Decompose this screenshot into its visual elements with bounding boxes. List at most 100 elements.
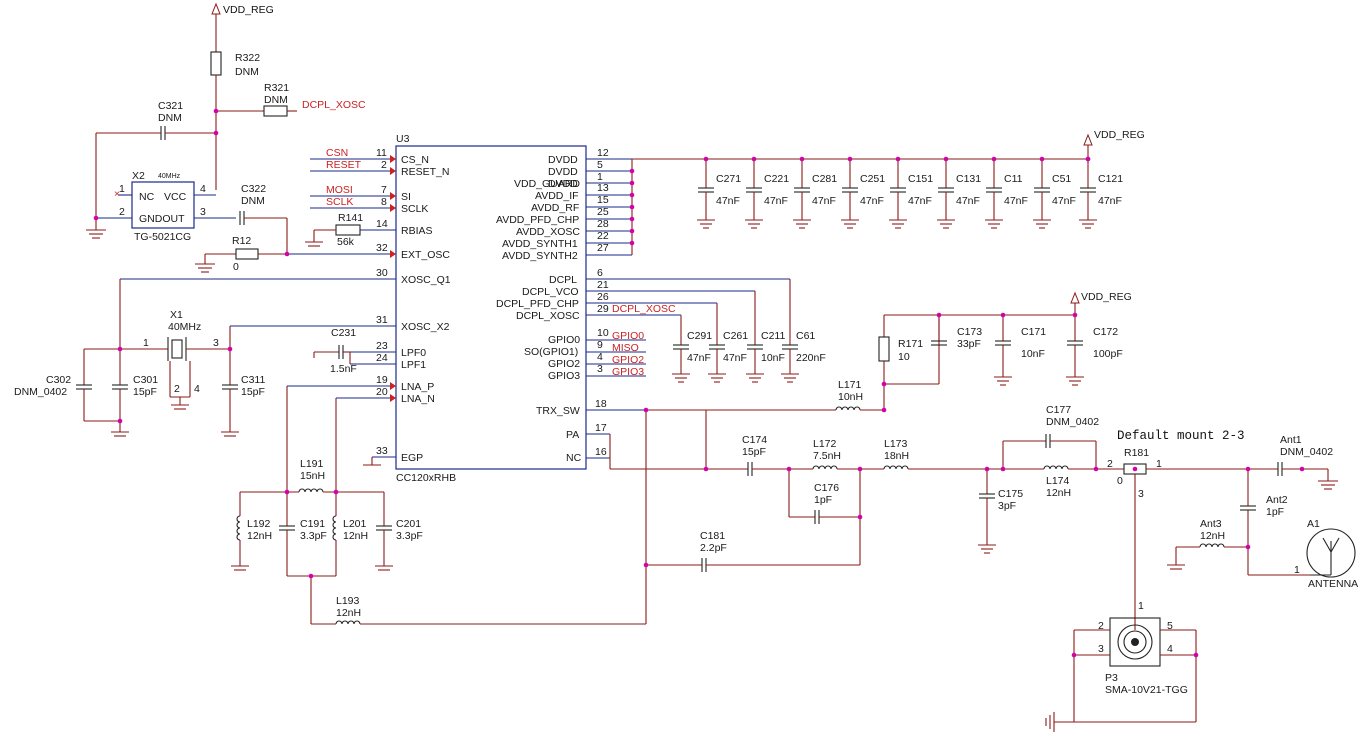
c61-capacitor-ref: C61	[796, 330, 815, 342]
svg-text:DCPL_XOSC: DCPL_XOSC	[612, 303, 676, 315]
l201-value: 12nH	[343, 530, 368, 542]
svg-text:15: 15	[597, 194, 609, 206]
svg-text:5: 5	[597, 159, 603, 171]
c322-ref: C322	[241, 183, 266, 195]
r321-ref: R321	[264, 82, 289, 94]
svg-text:EGP: EGP	[401, 452, 423, 464]
x2-part: TG-5021CG	[134, 231, 191, 243]
svg-text:AVDD_IF: AVDD_IF	[535, 190, 579, 202]
svg-text:8: 8	[381, 196, 387, 208]
svg-text:2: 2	[119, 206, 125, 218]
svg-text:26: 26	[597, 291, 609, 303]
svg-text:AVDD_XOSC: AVDD_XOSC	[516, 226, 580, 238]
r321-value: DNM	[264, 94, 288, 106]
svg-text:LNA_N: LNA_N	[401, 393, 435, 405]
l201-ref: L201	[343, 518, 367, 530]
l173-ref: L173	[884, 438, 908, 450]
r322-value: DNM	[235, 66, 259, 78]
svg-text:DCPL_PFD_CHP: DCPL_PFD_CHP	[496, 298, 579, 310]
c173-value: 33pF	[957, 338, 981, 350]
c151-capacitor-ref: C151	[908, 173, 933, 185]
svg-text:18: 18	[595, 398, 607, 410]
svg-text:29: 29	[597, 303, 609, 315]
c51-capacitor-ref: C51	[1052, 173, 1071, 185]
c311-value: 15pF	[241, 386, 265, 398]
r141-ref: R141	[338, 212, 363, 224]
svg-text:7: 7	[381, 184, 387, 196]
svg-text:LPF1: LPF1	[401, 359, 426, 371]
svg-text:2: 2	[381, 159, 387, 171]
ant2-value: 1pF	[1266, 506, 1284, 518]
c61-capacitor-value: 220nF	[796, 352, 826, 364]
r12-resistor	[235, 248, 259, 260]
svg-text:LPF0: LPF0	[401, 347, 426, 359]
svg-text:GPIO0: GPIO0	[548, 334, 580, 346]
svg-text:DVDD: DVDD	[548, 178, 578, 190]
c11-capacitor-value: 47nF	[1004, 195, 1028, 207]
c291-capacitor-ref: C291	[687, 330, 712, 342]
c271-capacitor-ref: C271	[716, 173, 741, 185]
svg-text:1: 1	[143, 337, 149, 349]
c171-capacitor-value: 10nF	[1021, 348, 1045, 360]
svg-text:13: 13	[597, 182, 609, 194]
svg-text:NC: NC	[566, 452, 582, 464]
l171-value: 10nH	[838, 391, 863, 403]
c11-capacitor-ref: C11	[1004, 173, 1023, 185]
svg-text:12: 12	[597, 147, 609, 159]
svg-text:10: 10	[597, 327, 609, 339]
c322-value: DNM	[241, 195, 265, 207]
c151-capacitor-value: 47nF	[908, 195, 932, 207]
c177-ref: C177	[1046, 404, 1071, 416]
vdd-reg-decoupling-label: VDD_REG	[1094, 129, 1145, 141]
c211-capacitor-value: 10nF	[761, 352, 785, 364]
svg-text:XOSC_Q1: XOSC_Q1	[401, 274, 451, 286]
svg-text:5: 5	[1167, 620, 1173, 632]
l174-ref: L174	[1046, 475, 1070, 487]
x2-oscillator	[131, 181, 195, 229]
c175-ref: C175	[998, 488, 1023, 500]
ant3-inductor	[1199, 543, 1225, 548]
l172-inductor	[812, 465, 838, 470]
c251-capacitor-value: 47nF	[860, 195, 884, 207]
svg-text:TRX_SW: TRX_SW	[536, 405, 580, 417]
l201-inductor	[332, 515, 337, 541]
r322-ref: R322	[235, 52, 260, 64]
switch-default-note: Default mount 2-3	[1117, 429, 1245, 443]
c181-ref: C181	[700, 530, 725, 542]
svg-text:14: 14	[376, 218, 388, 230]
a1-ref: A1	[1307, 518, 1320, 530]
svg-text:XOSC_X2: XOSC_X2	[401, 321, 450, 333]
u3-right-pin-wires	[586, 158, 790, 459]
p3-part: SMA-10V21-TGG	[1105, 684, 1188, 696]
svg-text:EXT_OSC: EXT_OSC	[401, 249, 450, 261]
svg-text:23: 23	[376, 340, 388, 352]
l193-ref: L193	[336, 595, 360, 607]
svg-text:3: 3	[1138, 488, 1144, 500]
c177-value: DNM_0402	[1046, 416, 1099, 428]
svg-text:17: 17	[595, 422, 607, 434]
svg-text:RESET_N: RESET_N	[401, 166, 449, 178]
c175-value: 3pF	[998, 500, 1016, 512]
ant2-ref: Ant2	[1266, 494, 1288, 506]
svg-text:4: 4	[200, 183, 206, 195]
svg-text:3: 3	[200, 206, 206, 218]
svg-text:3: 3	[213, 337, 219, 349]
x2-ref: X2	[132, 170, 145, 182]
svg-text:DCPL_XOSC: DCPL_XOSC	[516, 310, 580, 322]
c261-capacitor-value: 47nF	[723, 352, 747, 364]
svg-text:27: 27	[597, 242, 609, 254]
svg-text:19: 19	[376, 374, 388, 386]
a1-label: ANTENNA	[1308, 578, 1358, 590]
svg-text:30: 30	[376, 267, 388, 279]
c302-ref: C302	[46, 374, 71, 386]
x2-freq: 40MHz	[158, 173, 181, 180]
c251-capacitor-ref: C251	[860, 173, 885, 185]
vdd-reg-top: VDD_REG	[211, 2, 274, 16]
svg-text:AVDD_SYNTH2: AVDD_SYNTH2	[502, 250, 578, 262]
svg-text:6: 6	[597, 267, 603, 279]
